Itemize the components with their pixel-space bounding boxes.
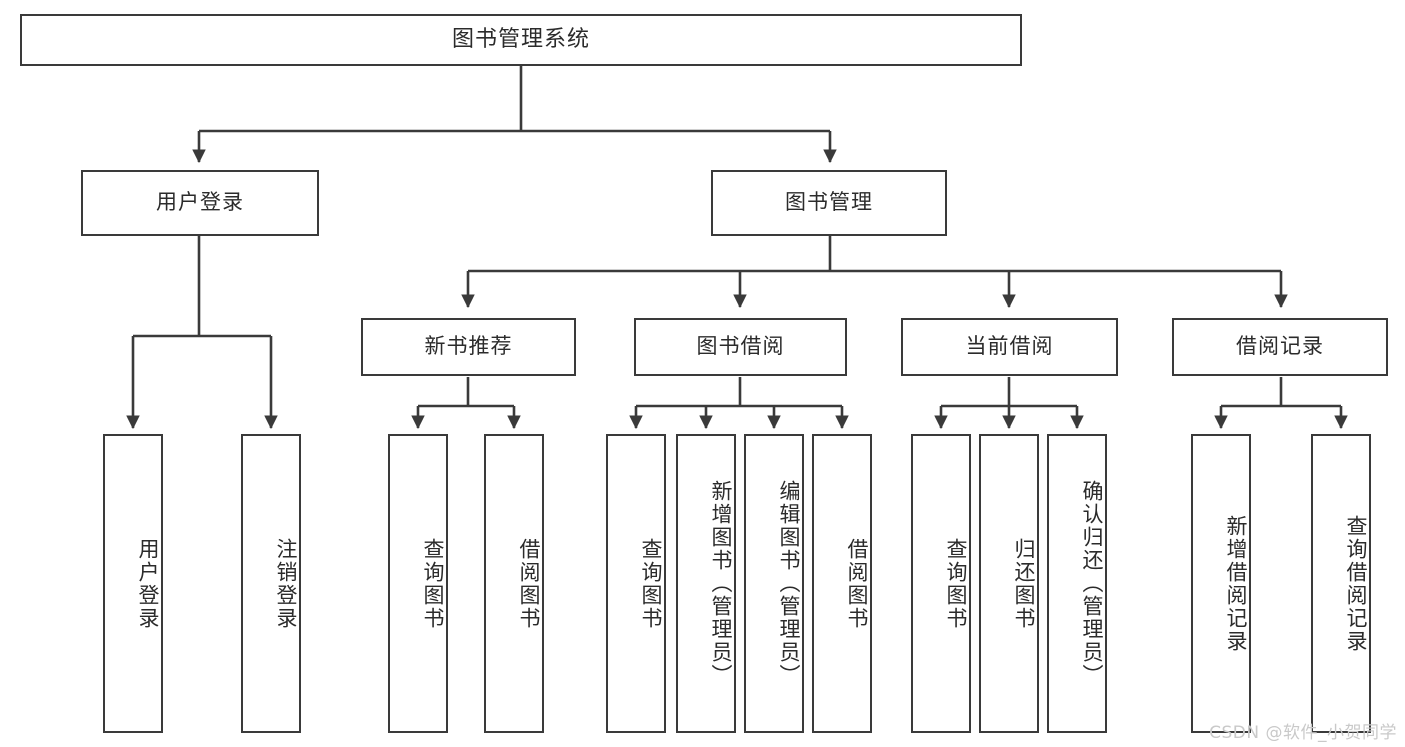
node-label: 图书借阅 <box>696 334 785 359</box>
node-label: 借阅图书 <box>517 537 541 630</box>
node-label: 图书管理 <box>785 190 873 215</box>
node-label: 注销登录 <box>274 537 298 630</box>
node-label: 当前借阅 <box>965 334 1054 359</box>
node-label: 编辑图书（管理员） <box>777 480 801 687</box>
node-label: 用户登录 <box>156 190 244 215</box>
leaf-borrow-query-book[interactable]: 查询图书 <box>606 434 666 733</box>
leaf-user-login-signin[interactable]: 用户登录 <box>103 434 163 733</box>
leaf-record-query-record[interactable]: 查询借阅记录 <box>1311 434 1371 733</box>
node-label: 查询图书 <box>421 537 445 630</box>
node-label: 新书推荐 <box>424 334 513 359</box>
leaf-current-query-book[interactable]: 查询图书 <box>911 434 971 733</box>
leaf-borrow-edit-book-admin[interactable]: 编辑图书（管理员） <box>744 434 804 733</box>
node-borrow-record[interactable]: 借阅记录 <box>1172 318 1388 376</box>
node-label: 借阅图书 <box>845 537 869 630</box>
watermark-text: CSDN @软件_小贺同学 <box>1209 723 1397 743</box>
leaf-current-confirm-return-admin[interactable]: 确认归还（管理员） <box>1047 434 1107 733</box>
leaf-borrow-borrow-book[interactable]: 借阅图书 <box>812 434 872 733</box>
node-label: 借阅记录 <box>1236 334 1324 359</box>
node-label: 归还图书 <box>1012 537 1036 630</box>
node-label: 查询图书 <box>944 537 968 630</box>
leaf-recommend-query-book[interactable]: 查询图书 <box>388 434 448 733</box>
node-root-system[interactable]: 图书管理系统 <box>20 14 1022 66</box>
node-label: 新增借阅记录 <box>1224 514 1248 653</box>
leaf-record-add-record[interactable]: 新增借阅记录 <box>1191 434 1251 733</box>
leaf-user-login-signout[interactable]: 注销登录 <box>241 434 301 733</box>
node-current-borrow[interactable]: 当前借阅 <box>901 318 1118 376</box>
node-label: 图书管理系统 <box>451 26 590 52</box>
leaf-recommend-borrow-book[interactable]: 借阅图书 <box>484 434 544 733</box>
leaf-borrow-add-book-admin[interactable]: 新增图书（管理员） <box>676 434 736 733</box>
node-label: 查询图书 <box>639 537 663 630</box>
node-book-borrow[interactable]: 图书借阅 <box>634 318 847 376</box>
leaf-current-return-book[interactable]: 归还图书 <box>979 434 1039 733</box>
node-label: 新增图书（管理员） <box>709 480 733 687</box>
node-label: 确认归还（管理员） <box>1080 480 1104 687</box>
node-book-management[interactable]: 图书管理 <box>711 170 947 236</box>
node-label: 用户登录 <box>136 537 160 630</box>
node-user-login[interactable]: 用户登录 <box>81 170 319 236</box>
node-new-book-recommend[interactable]: 新书推荐 <box>361 318 576 376</box>
node-label: 查询借阅记录 <box>1344 514 1368 653</box>
